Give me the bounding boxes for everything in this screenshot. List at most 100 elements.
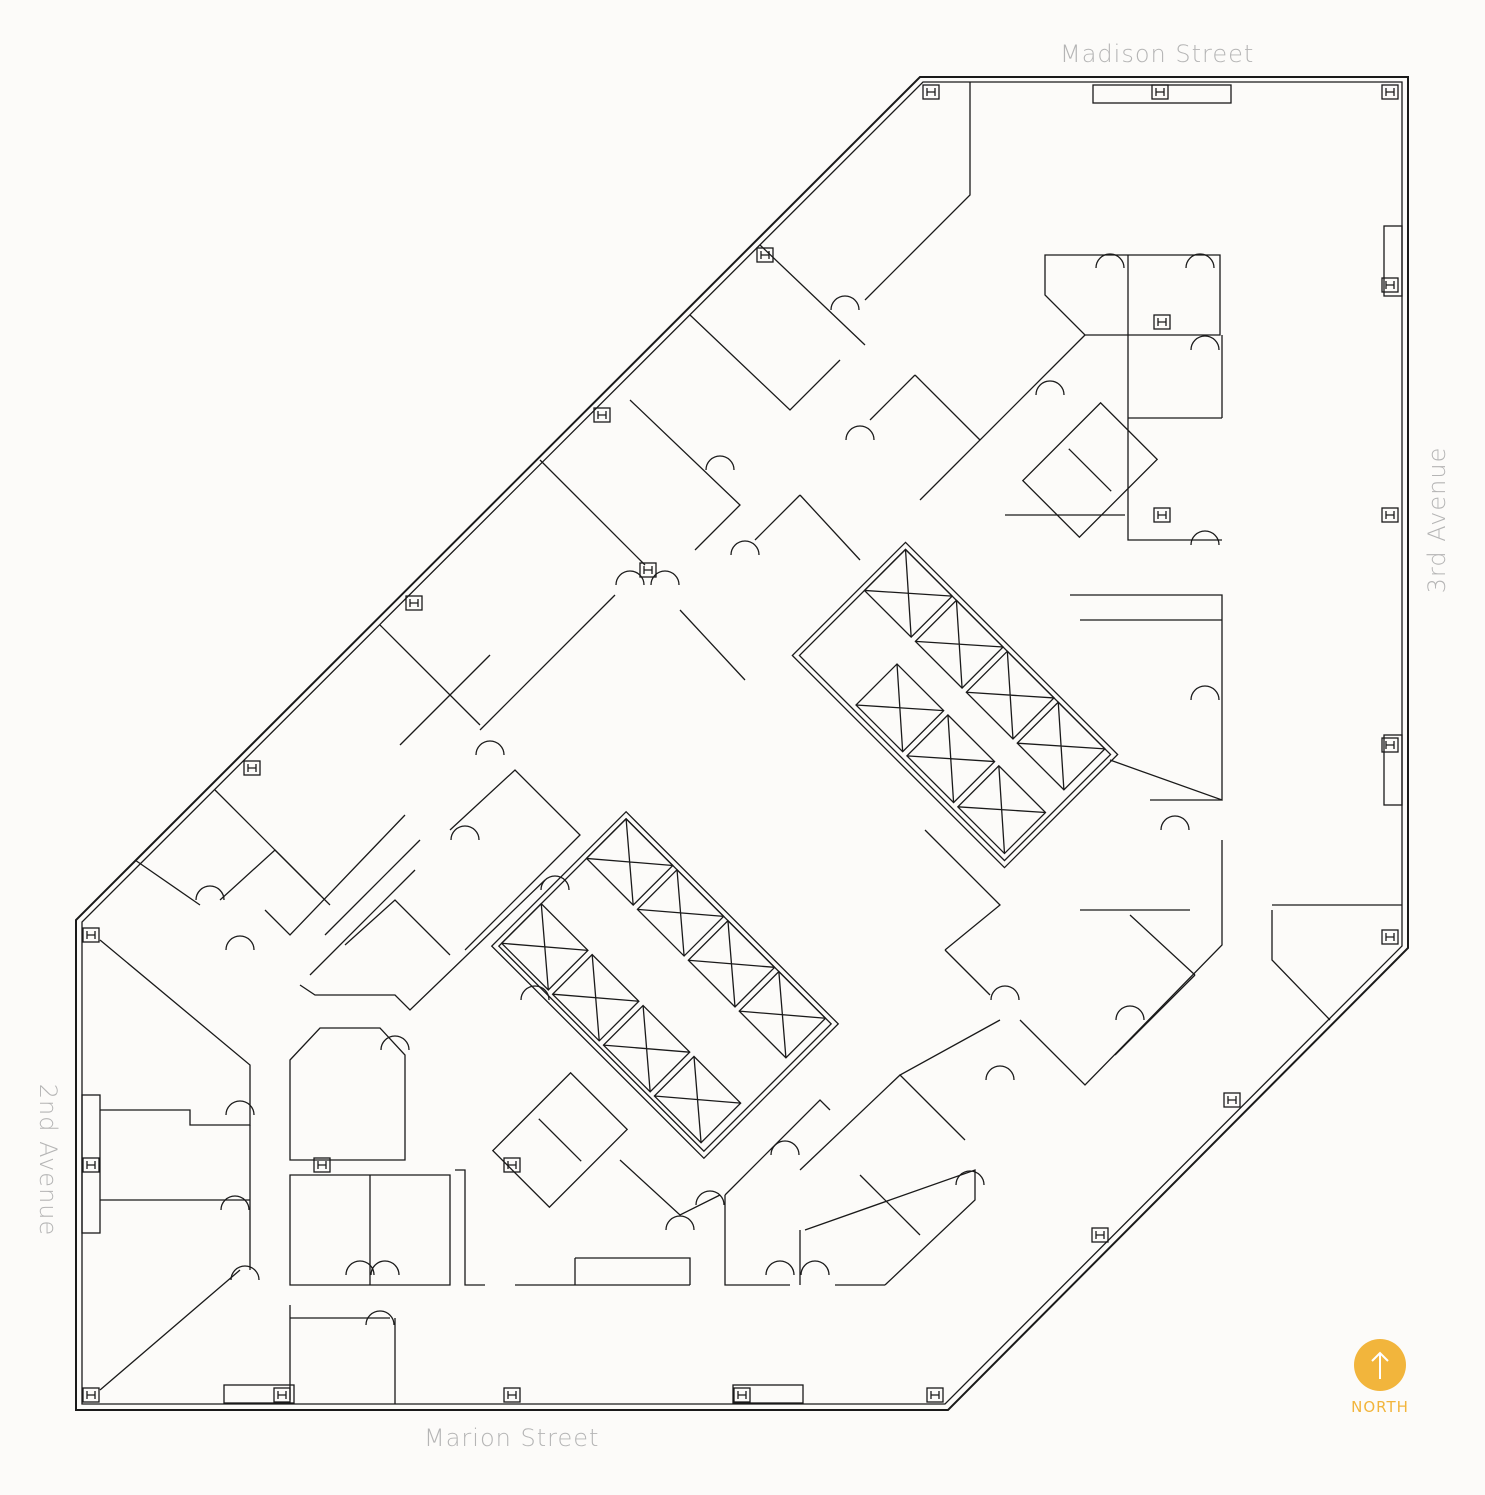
column-marker (1381, 737, 1399, 753)
elevator-car (687, 919, 776, 1008)
column-glyph (507, 1391, 517, 1399)
wall-segment (455, 1169, 485, 1286)
door-swing (540, 875, 570, 891)
door-swing (195, 885, 225, 901)
door-swing (1190, 530, 1220, 546)
column-glyph (317, 1161, 327, 1169)
column-marker (82, 927, 100, 943)
wall-segment (344, 899, 451, 956)
elevator-car (855, 663, 945, 753)
door-swing (1035, 380, 1065, 396)
column-glyph (409, 599, 419, 607)
column-box (503, 1387, 521, 1403)
column-glyph (597, 411, 607, 419)
column-marker (503, 1157, 521, 1173)
column-marker (82, 1387, 100, 1403)
elevator-car-x (906, 714, 995, 803)
wall-segment (944, 949, 991, 996)
interior-walls (99, 82, 1402, 1404)
column-glyph (86, 1391, 96, 1399)
wall-segment (619, 1159, 721, 1216)
door-swing (370, 1260, 400, 1276)
stair-south (491, 1071, 629, 1209)
column-glyph (1385, 88, 1395, 96)
column-box (313, 1157, 331, 1173)
door-swing (705, 455, 735, 471)
elevator-core-north (791, 541, 1119, 869)
column-glyph (737, 1391, 747, 1399)
column-box (1153, 507, 1171, 523)
column-marker (922, 84, 940, 100)
column-box (1381, 84, 1399, 100)
column-glyph (760, 251, 770, 259)
column-box (1381, 929, 1399, 945)
wall-segment (924, 829, 1001, 951)
column-box (639, 562, 657, 578)
elevator-car-x (1017, 702, 1105, 790)
wall-segment (134, 859, 201, 906)
north-label: NORTH (1351, 1398, 1409, 1416)
elevator-car (551, 953, 640, 1042)
wall-segment (379, 624, 481, 726)
wall-segment (99, 1269, 241, 1391)
door-swing (450, 825, 480, 841)
elevator-car (602, 1004, 691, 1093)
door-swing (380, 1035, 410, 1051)
column-marker (733, 1387, 751, 1403)
wall-segment (679, 609, 746, 681)
column-glyph (926, 88, 936, 96)
door-swing (990, 985, 1020, 1001)
column-glyph (277, 1391, 287, 1399)
wall-segment (799, 1074, 901, 1171)
wall-segment (1129, 914, 1196, 976)
door-swing (1095, 253, 1125, 269)
column-box (1381, 277, 1399, 293)
wall-segment (754, 494, 801, 541)
elevator-car (500, 902, 589, 991)
door-swing (665, 1215, 695, 1231)
column-marker (503, 1387, 521, 1403)
building-outline (75, 76, 1409, 1411)
column-marker (926, 1387, 944, 1403)
column-box (922, 84, 940, 100)
elevator-car (965, 650, 1055, 740)
wall-segment (264, 814, 406, 936)
elevator-car-x (966, 651, 1055, 739)
structural-columns (82, 84, 1399, 1403)
column-glyph (1385, 741, 1395, 749)
column-box (733, 1387, 751, 1403)
wall-segment (299, 879, 546, 1011)
elevator-car (636, 868, 725, 957)
wall-segment (629, 399, 741, 551)
column-glyph (1095, 1231, 1105, 1239)
door-swing (220, 1195, 250, 1211)
elevator-car-x (654, 1056, 741, 1143)
column-marker (1153, 507, 1171, 523)
elevator-car-x (688, 920, 775, 1007)
column-glyph (86, 931, 96, 939)
elevator-car-x (501, 903, 588, 991)
door-swing (1160, 815, 1190, 831)
door-swing (800, 1260, 830, 1276)
street-label-west: 2nd Avenue (34, 1083, 62, 1237)
arrow-up-icon (1371, 1351, 1389, 1379)
wall-segment (324, 839, 421, 936)
column-glyph (1385, 511, 1395, 519)
door-swing (230, 1265, 260, 1281)
door-swing (830, 295, 860, 311)
door-swing (765, 1260, 795, 1276)
column-box (1223, 1092, 1241, 1108)
elevator-car-x (915, 600, 1004, 689)
wall-segment (1271, 910, 1331, 1021)
door-swing (845, 425, 875, 441)
elevator-car-x (739, 971, 826, 1058)
column-glyph (930, 1391, 940, 1399)
wall-segment (289, 1027, 406, 1161)
elevator-car (905, 713, 996, 804)
door-swing (955, 1170, 985, 1186)
elevator-car-x (957, 765, 1046, 854)
door-swing (615, 570, 645, 586)
north-arrow (1354, 1339, 1406, 1391)
column-box (1091, 1227, 1109, 1243)
